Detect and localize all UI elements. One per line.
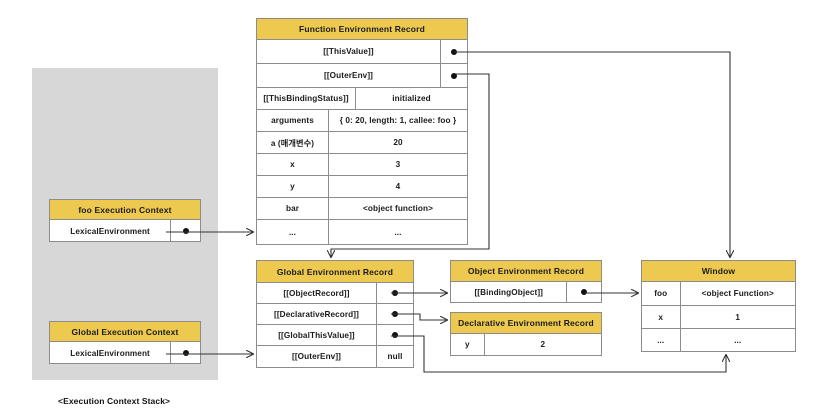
fer-key-thisvalue: [[ThisValue]] (257, 40, 441, 63)
object-environment-record-title: Object Environment Record (451, 261, 601, 282)
fer-key-ellipsis: ... (257, 220, 329, 244)
pointer-dot-icon (392, 332, 398, 338)
window-value-foo: <object Function> (701, 289, 774, 298)
function-environment-record-title: Function Environment Record (257, 19, 467, 40)
fer-value-y: 4 (395, 182, 401, 191)
table-row: [[ThisBindingStatus]] initialized (257, 88, 467, 110)
fer-value-thisbindingstatus: initialized (392, 94, 431, 103)
ger-pointer-globalthisvalue (377, 325, 413, 345)
global-execution-context-title: Global Execution Context (50, 322, 200, 342)
wire-thisvalue-to-window (455, 51, 730, 257)
ger-key-declarativerecord: [[DeclarativeRecord]] (257, 304, 377, 324)
table-row: y 2 (451, 334, 601, 355)
fer-key-arguments: arguments (257, 110, 329, 131)
global-execution-context-box: Global Execution Context LexicalEnvironm… (49, 321, 201, 364)
table-row: [[OuterEnv]] (257, 64, 467, 88)
execution-context-stack-caption: <Execution Context Stack> (58, 396, 171, 406)
table-row: LexicalEnvironment (50, 220, 200, 242)
table-row: foo <object Function> (642, 282, 795, 306)
der-value-y: 2 (540, 340, 546, 349)
window-title: Window (642, 261, 795, 282)
global-lexical-environment-label: LexicalEnvironment (50, 342, 172, 364)
window-box: Window foo <object Function> x 1 ... ... (641, 260, 796, 352)
foo-lexical-environment-pointer-cell (171, 220, 200, 242)
pointer-dot-icon (182, 350, 189, 356)
window-key-ellipsis: ... (642, 329, 681, 352)
pointer-dot-icon (451, 72, 457, 79)
table-row: LexicalEnvironment (50, 342, 200, 364)
table-row: [[ThisValue]] (257, 40, 467, 64)
fer-pointer-outerenv (441, 64, 467, 87)
declarative-environment-record-title: Declarative Environment Record (451, 313, 601, 334)
table-row: [[BindingObject]] (451, 282, 601, 302)
table-row: ... ... (642, 329, 795, 352)
fer-key-thisbindingstatus: [[ThisBindingStatus]] (257, 88, 356, 109)
table-row: [[OuterEnv]] null (257, 346, 413, 367)
pointer-dot-icon (392, 290, 398, 296)
table-row: arguments { 0: 20, length: 1, callee: fo… (257, 110, 467, 132)
table-row: [[DeclarativeRecord]] (257, 304, 413, 325)
fer-value-ellipsis: ... (394, 227, 402, 237)
ger-pointer-declarativerecord (377, 304, 413, 324)
ger-value-outerenv: null (387, 352, 403, 361)
global-environment-record-title: Global Environment Record (257, 261, 413, 283)
function-environment-record-box: Function Environment Record [[ThisValue]… (256, 18, 468, 245)
table-row: ... ... (257, 220, 467, 244)
window-key-x: x (642, 306, 681, 328)
der-key-y: y (451, 334, 485, 355)
window-key-foo: foo (642, 282, 681, 305)
table-row: [[ObjectRecord]] (257, 283, 413, 304)
object-environment-record-box: Object Environment Record [[BindingObjec… (450, 260, 602, 303)
global-environment-record-box: Global Environment Record [[ObjectRecord… (256, 260, 414, 368)
pointer-dot-icon (392, 311, 398, 317)
table-row: x 3 (257, 154, 467, 176)
fer-key-x: x (257, 154, 329, 175)
oer-pointer-bindingobject (567, 282, 601, 302)
pointer-dot-icon (581, 289, 588, 295)
pointer-dot-icon (451, 48, 457, 55)
window-value-ellipsis: ... (734, 336, 742, 345)
fer-key-y: y (257, 176, 329, 197)
fer-value-a: 20 (393, 138, 403, 147)
ger-key-objectrecord: [[ObjectRecord]] (257, 283, 377, 303)
table-row: [[GlobalThisValue]] (257, 325, 413, 346)
table-row: bar <object function> (257, 198, 467, 220)
table-row: y 4 (257, 176, 467, 198)
foo-execution-context-title: foo Execution Context (50, 200, 200, 220)
declarative-environment-record-box: Declarative Environment Record y 2 (450, 312, 602, 356)
fer-value-x: 3 (395, 160, 401, 169)
foo-execution-context-box: foo Execution Context LexicalEnvironment (49, 199, 201, 242)
foo-lexical-environment-label: LexicalEnvironment (50, 220, 172, 242)
ger-pointer-objectrecord (377, 283, 413, 303)
ger-key-outerenv: [[OuterEnv]] (257, 346, 377, 367)
global-lexical-environment-pointer-cell (171, 342, 200, 364)
fer-key-bar: bar (257, 198, 329, 219)
pointer-dot-icon (182, 228, 189, 234)
fer-key-outerenv: [[OuterEnv]] (257, 64, 441, 87)
table-row: x 1 (642, 306, 795, 329)
fer-key-a: a (매개변수) (257, 132, 329, 153)
fer-value-arguments: { 0: 20, length: 1, callee: foo } (339, 116, 457, 125)
window-value-x: 1 (735, 312, 741, 322)
oer-key-bindingobject: [[BindingObject]] (451, 282, 568, 302)
fer-pointer-thisvalue (441, 40, 467, 63)
table-row: a (매개변수) 20 (257, 132, 467, 154)
fer-value-bar: <object function> (363, 204, 433, 213)
ger-key-globalthisvalue: [[GlobalThisValue]] (257, 325, 377, 345)
